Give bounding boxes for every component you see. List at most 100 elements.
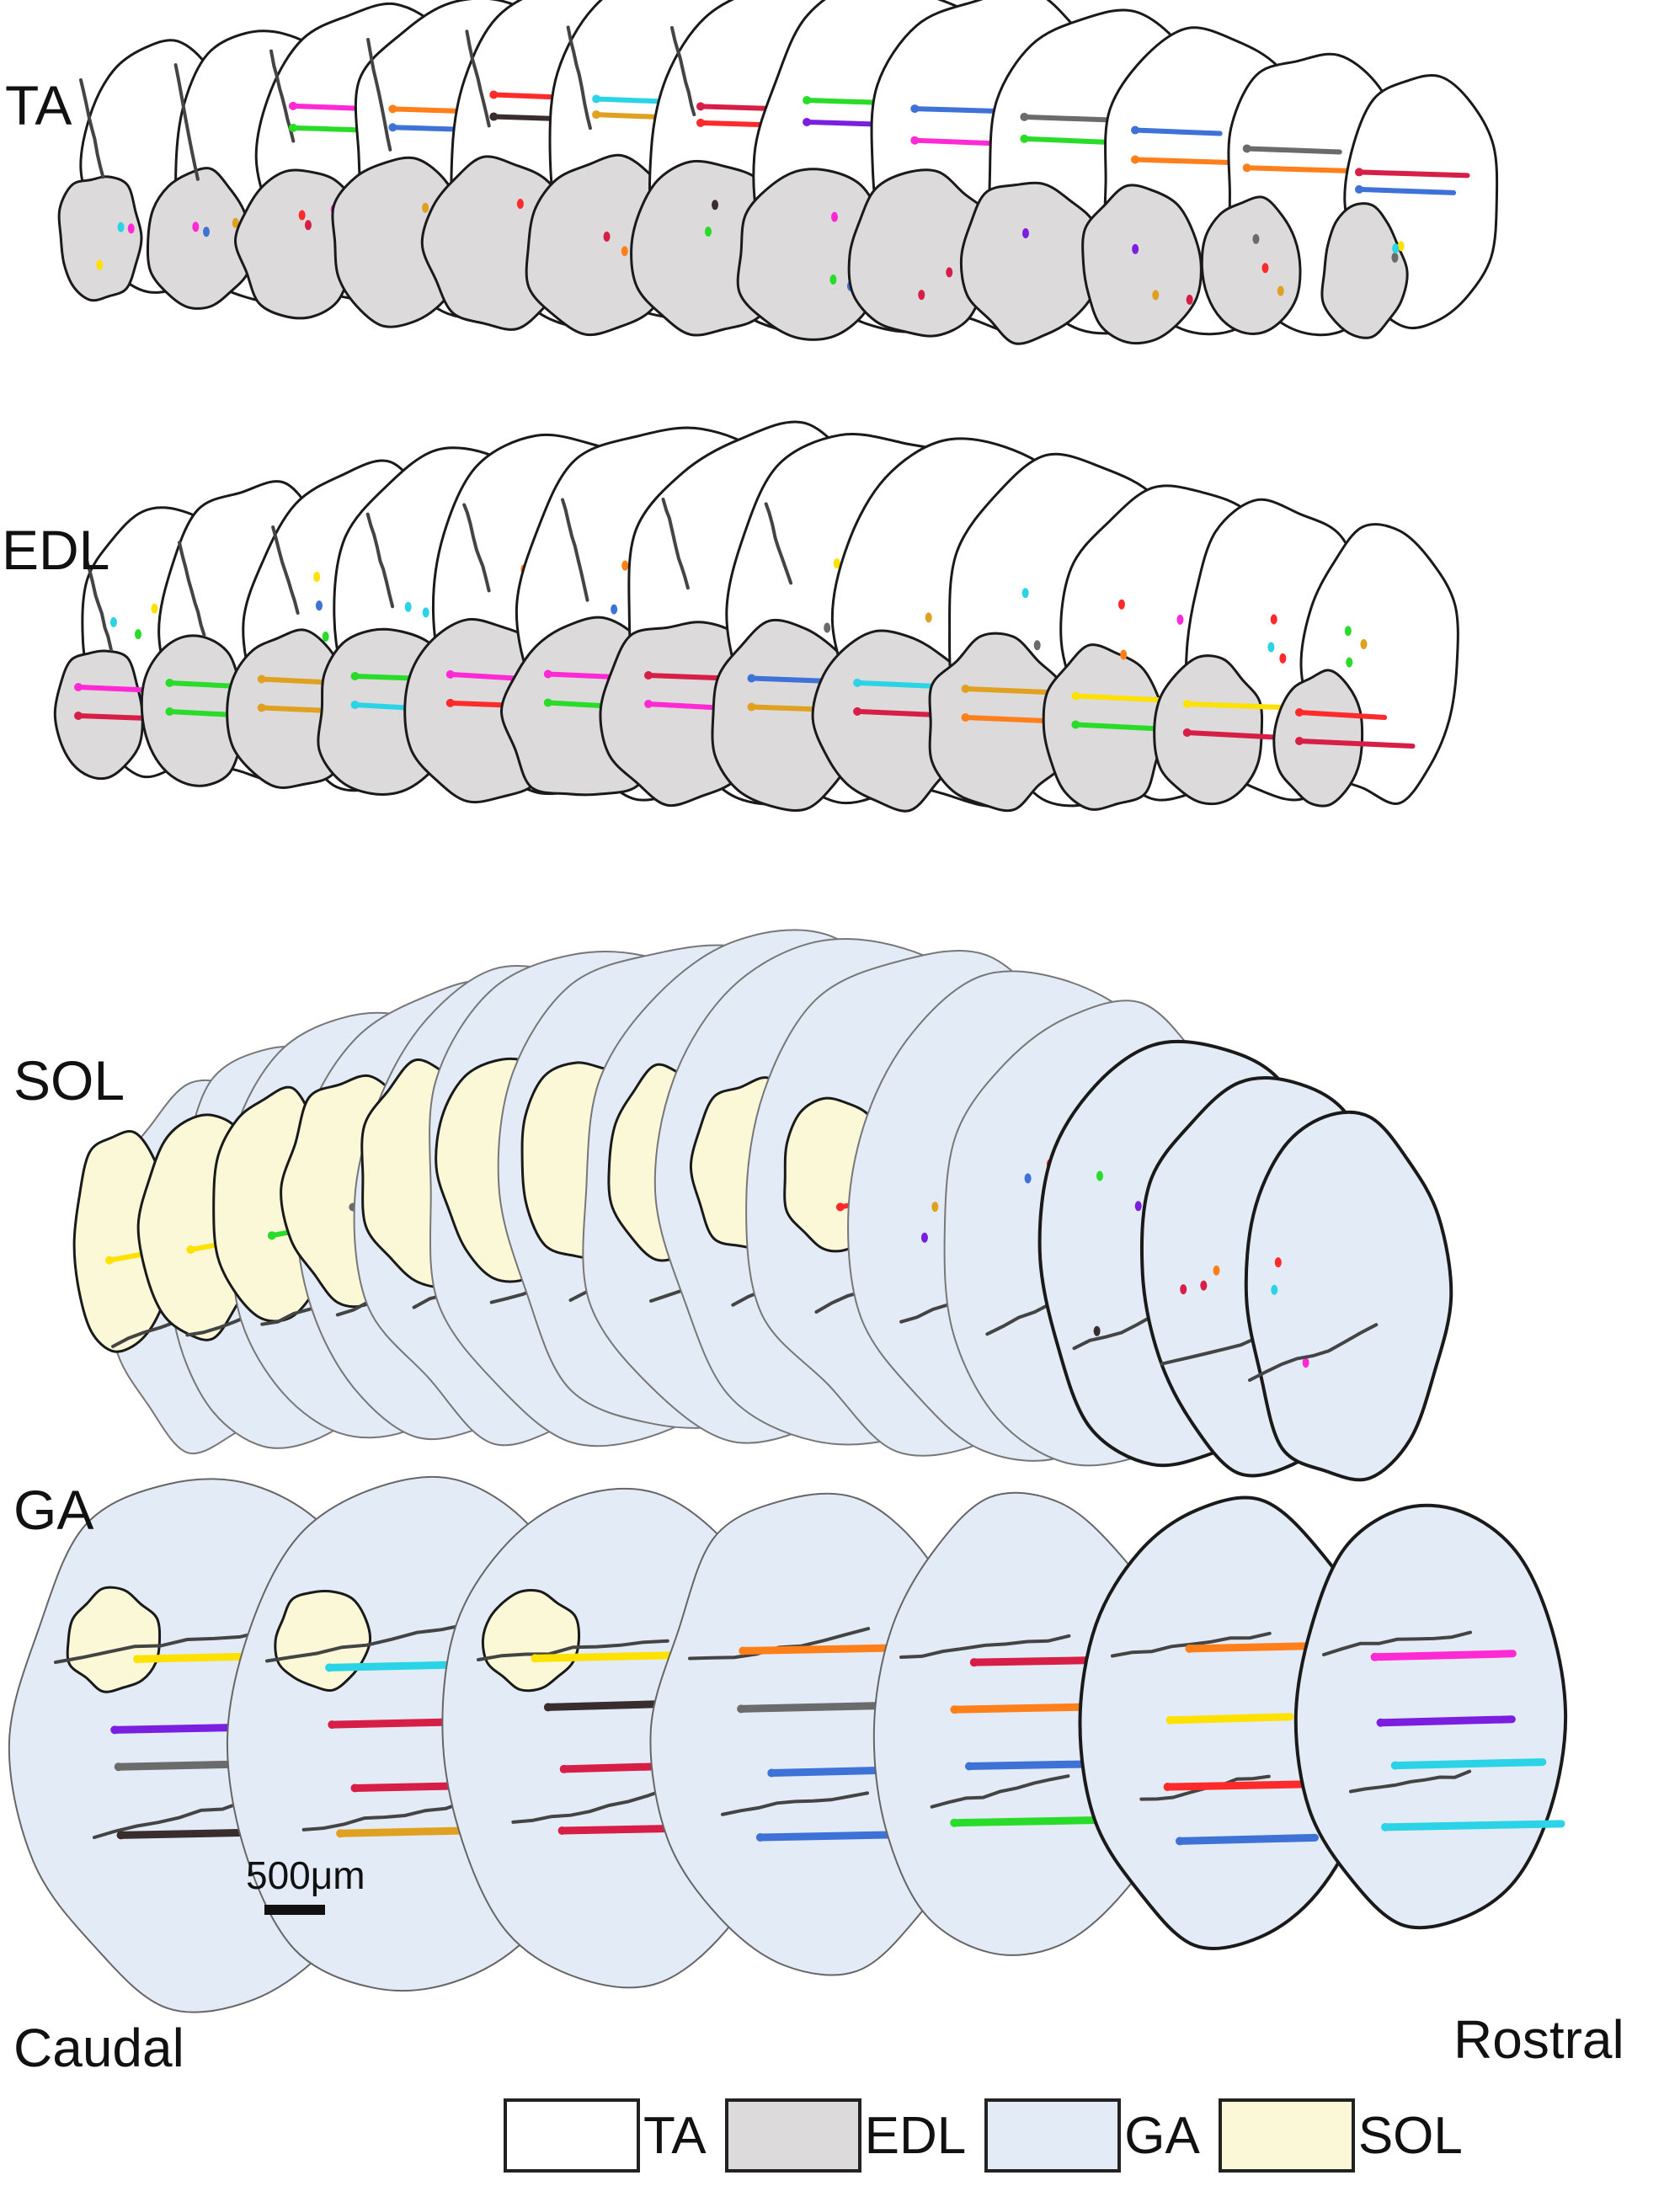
ga-marker-line-tip [739,1646,748,1655]
scale-bar-label: 500μm [246,1853,365,1897]
ta-marker-line-tip [592,110,601,120]
ta-section-edl-region [331,156,470,328]
edl-section-crack [271,525,300,615]
ga-marker-line-tip [110,1725,120,1735]
ta-section-edl-region [233,168,359,320]
ga-marker-line-tip [1381,1822,1390,1831]
ga-marker-line-tip [559,1764,568,1773]
ta-marker-dot [232,217,239,228]
edl-marker-line-tip [165,706,174,716]
edl-section-crack [365,512,395,609]
edl-marker-dot [1021,588,1029,599]
edl-marker-dot [1270,614,1277,625]
edl-panel-sections [53,420,1459,813]
ta-marker-line [1244,165,1363,174]
ta-marker-dot [1397,241,1405,252]
ga-marker-line-tip [964,1762,973,1771]
ta-section-crack [79,78,105,179]
ta-marker-line-tip [592,94,601,104]
ta-marker-line [912,137,1006,147]
ta-marker-dot [1186,294,1193,305]
ga-marker-line-tip [1163,1783,1172,1792]
edl-marker-dot [1033,640,1041,651]
edl-marker-line-tip [257,674,266,684]
ga-section-crack [1111,1631,1272,1658]
edl-marker-line-tip [543,669,552,679]
edl-marker-line-tip [853,678,862,687]
sol-panel-ga-outline [1244,1110,1453,1482]
ga-marker-line-tip [114,1762,123,1772]
ga-section-crack [721,1791,869,1816]
legend-item-ta: TA [504,2098,707,2173]
ta-marker-dot [1392,243,1400,254]
edl-marker-dot [404,601,412,612]
legend-swatch-ta [504,2098,640,2173]
edl-marker-line-tip [747,674,756,683]
edl-marker-dot [1267,642,1275,653]
ta-marker-dot [1021,228,1029,239]
legend-label-ta: TA [643,2106,707,2165]
ta-marker-line-tip [1131,125,1139,135]
sol-panel-sections [72,929,1453,1482]
ta-marker-dot [516,199,524,210]
ga-section-crack [1322,1630,1472,1656]
edl-marker-line-tip [853,706,862,716]
edl-marker-line-tip [74,712,83,720]
ta-section-crack [366,38,392,152]
ta-section-crack [670,26,696,117]
edl-marker-dot [1346,657,1353,668]
edl-marker-line-tip [165,678,174,687]
ta-marker-line [1133,127,1223,136]
ta-marker-line-tip [1020,112,1029,121]
ga-section-crack [511,1787,669,1824]
ga-section-crack [1349,1769,1472,1794]
ta-marker-line-tip [1355,168,1363,177]
ta-marker-line-tip [696,102,705,111]
caudal-label: Caudal [13,2018,184,2078]
edl-marker-dot [322,632,329,642]
ga-marker-line [544,1699,673,1711]
ta-marker-dot [829,275,837,285]
edl-marker-dot [1344,626,1352,637]
sol-marker-dot [1134,1201,1142,1212]
ga-marker-line [1176,1833,1319,1845]
panel-label-sol: SOL [13,1049,125,1112]
ta-section-edl-region [57,175,143,302]
ga-marker-line-tip [1390,1761,1400,1770]
edl-marker-line-tip [257,703,266,712]
ga-section-crack [477,1639,669,1661]
edl-marker-line-tip [644,671,653,680]
edl-marker-line-tip [1071,691,1080,701]
edl-marker-dot [109,616,117,627]
ta-marker-dot [422,202,429,213]
scale-bar: 500μm [246,1853,365,1915]
ga-section-crack [54,1629,269,1664]
legend-swatch-edl [724,2098,861,2173]
legend-label-sol: SOL [1357,2106,1463,2165]
ta-marker-dot [712,200,719,211]
edl-marker-line-tip [747,702,756,712]
ta-marker-line [1357,186,1457,195]
ga-marker-line-tip [1165,1715,1175,1725]
sol-marker-dot [1180,1284,1187,1295]
ga-marker-line [737,1701,893,1713]
ta-marker-line-tip [388,104,397,114]
sol-marker-line-tip [105,1256,114,1265]
rostral-label: Rostral [1453,2009,1624,2070]
edl-marker-line [1297,710,1388,720]
sol-marker-dot [1274,1257,1282,1268]
edl-marker-dot [824,622,831,633]
sol-marker-dot [1271,1284,1278,1295]
ga-marker-line-tip [950,1705,959,1714]
ga-marker-line-tip [133,1655,142,1664]
sol-marker-dot [1213,1265,1220,1276]
ga-marker-line [1381,1820,1565,1831]
ga-section-sol-region [481,1588,581,1693]
ga-marker-line-tip [755,1832,765,1842]
sol-marker-dot [1093,1325,1101,1336]
edl-marker-dot [1176,614,1184,625]
ta-marker-line-tip [1355,184,1363,194]
sol-marker-line-tip [186,1245,195,1255]
edl-marker-dot [925,612,932,623]
